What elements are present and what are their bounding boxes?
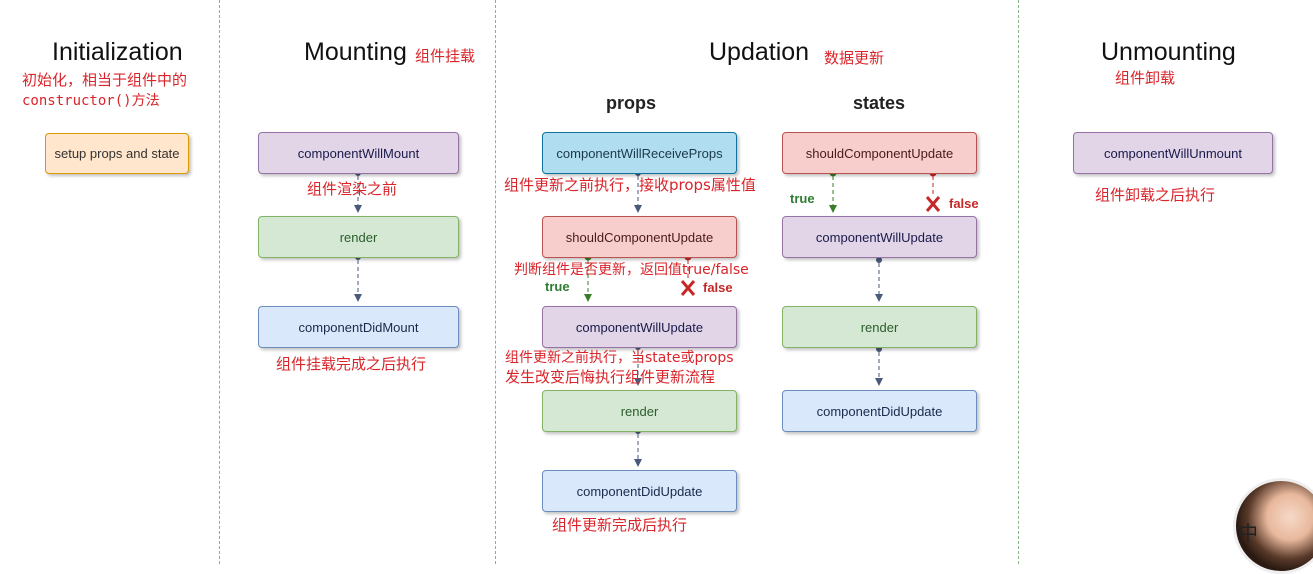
- states-arrow-2: [875, 257, 883, 302]
- props-subtitle: props: [606, 93, 657, 113]
- states-true-label: true: [790, 191, 815, 206]
- states-subtitle: states: [853, 93, 906, 113]
- props-note-1: 组件更新之前执行，接收props属性值: [504, 176, 756, 194]
- mounting-note-1: 组件渲染之前: [307, 180, 398, 198]
- mounting-title: Mounting: [304, 38, 407, 66]
- props-should-component-update-box: shouldComponentUpdate: [542, 216, 737, 258]
- props-true-label: true: [545, 279, 570, 294]
- props-arrow-4: [634, 428, 642, 467]
- divider-2: [495, 0, 496, 564]
- divider-3: [1018, 0, 1019, 564]
- props-note-2: 判断组件是否更新，返回值true/false: [514, 262, 749, 278]
- props-component-did-update-box: componentDidUpdate: [542, 470, 737, 512]
- unmounting-title-note: 组件卸载: [1115, 69, 1176, 87]
- initialization-note-line1: 初始化，相当于组件中的: [22, 71, 188, 89]
- props-note-3-line1: 组件更新之前执行，当state或props: [505, 350, 734, 366]
- initialization-note-line2: constructor()方法: [22, 93, 160, 109]
- unmounting-title: Unmounting: [1101, 38, 1236, 66]
- states-component-will-update-box: componentWillUpdate: [782, 216, 977, 258]
- component-will-mount-box: componentWillMount: [258, 132, 459, 174]
- mounting-note-2: 组件挂载完成之后执行: [276, 355, 427, 373]
- updation-title-note: 数据更新: [824, 49, 885, 67]
- states-arrow-3: [875, 346, 883, 386]
- states-component-did-update-box: componentDidUpdate: [782, 390, 977, 432]
- mounting-title-note: 组件挂载: [415, 47, 476, 65]
- component-did-mount-box: componentDidMount: [258, 306, 459, 348]
- props-false-label: false: [703, 280, 733, 295]
- divider-1: [219, 0, 220, 564]
- component-will-unmount-box: componentWillUnmount: [1073, 132, 1273, 174]
- props-note-4: 组件更新完成后执行: [552, 516, 688, 534]
- states-should-component-update-box: shouldComponentUpdate: [782, 132, 977, 174]
- states-render-box: render: [782, 306, 977, 348]
- unmounting-note: 组件卸载之后执行: [1095, 186, 1216, 204]
- avatar-badge: 中: [1238, 521, 1258, 545]
- setup-props-state-box: setup props and state: [45, 133, 189, 174]
- states-arrow-true: [829, 169, 837, 213]
- props-render-box: render: [542, 390, 737, 432]
- component-will-receive-props-box: componentWillReceiveProps: [542, 132, 737, 174]
- states-false-label: false: [949, 196, 979, 211]
- states-false-branch: [925, 169, 941, 212]
- props-note-3-line2: 发生改变后悔执行组件更新流程: [505, 368, 716, 386]
- initialization-title: Initialization: [52, 38, 183, 66]
- updation-title: Updation: [709, 38, 810, 66]
- props-component-will-update-box: componentWillUpdate: [542, 306, 737, 348]
- mounting-render-box: render: [258, 216, 459, 258]
- mounting-arrow-2: [354, 254, 362, 302]
